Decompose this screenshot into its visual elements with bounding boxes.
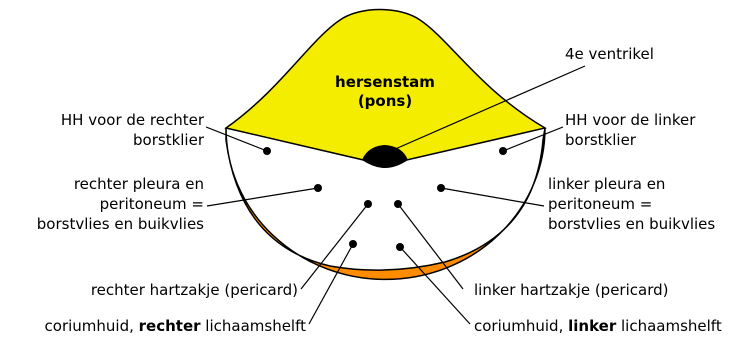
pleura-left-line3: borstvlies en buikvlies — [548, 214, 715, 234]
hh-left-line2: borstklier — [565, 130, 695, 150]
pleura-left-label: linker pleura en peritoneum = borstvlies… — [548, 174, 715, 234]
pons-label-line2: (pons) — [326, 92, 444, 111]
corium-left-label: coriumhuid, linker lichaamshelft — [474, 316, 722, 336]
pericard-left-label: linker hartzakje (pericard) — [474, 280, 668, 300]
corium-left-prefix: coriumhuid, — [474, 317, 568, 335]
corium-right-prefix: coriumhuid, — [45, 317, 139, 335]
corium-right-bold: rechter — [139, 317, 201, 335]
pericard-left-text: linker hartzakje (pericard) — [474, 280, 668, 300]
hh-right-line2: borstklier — [20, 130, 204, 150]
pleura-right-label: rechter pleura en peritoneum = borstvlie… — [4, 174, 204, 234]
hh-left-line1: HH voor de linker — [565, 110, 695, 130]
pleura-left-line2: peritoneum = — [548, 194, 715, 214]
ventricle-label: 4e ventrikel — [565, 44, 654, 64]
corium-left-bold: linker — [568, 317, 616, 335]
corium-right-text: coriumhuid, rechter lichaamshelft — [45, 317, 306, 335]
corium-right-suffix: lichaamshelft — [201, 317, 306, 335]
ventricle-label-text: 4e ventrikel — [565, 44, 654, 64]
pons-label-line1: hersenstam — [326, 73, 444, 92]
pleura-right-line3: borstvlies en buikvlies — [4, 214, 204, 234]
pleura-right-line1: rechter pleura en — [4, 174, 204, 194]
hh-right-label: HH voor de rechter borstklier — [20, 110, 204, 150]
corium-left-suffix: lichaamshelft — [616, 317, 721, 335]
pleura-left-line1: linker pleura en — [548, 174, 715, 194]
hh-left-label: HH voor de linker borstklier — [565, 110, 695, 150]
corium-left-text: coriumhuid, linker lichaamshelft — [474, 317, 722, 335]
corium-right-label: coriumhuid, rechter lichaamshelft — [0, 316, 306, 336]
pericard-right-text: rechter hartzakje (pericard) — [40, 280, 298, 300]
pleura-right-line2: peritoneum = — [4, 194, 204, 214]
hh-right-line1: HH voor de rechter — [20, 110, 204, 130]
pons-label: hersenstam (pons) — [326, 73, 444, 111]
pericard-right-label: rechter hartzakje (pericard) — [40, 280, 298, 300]
